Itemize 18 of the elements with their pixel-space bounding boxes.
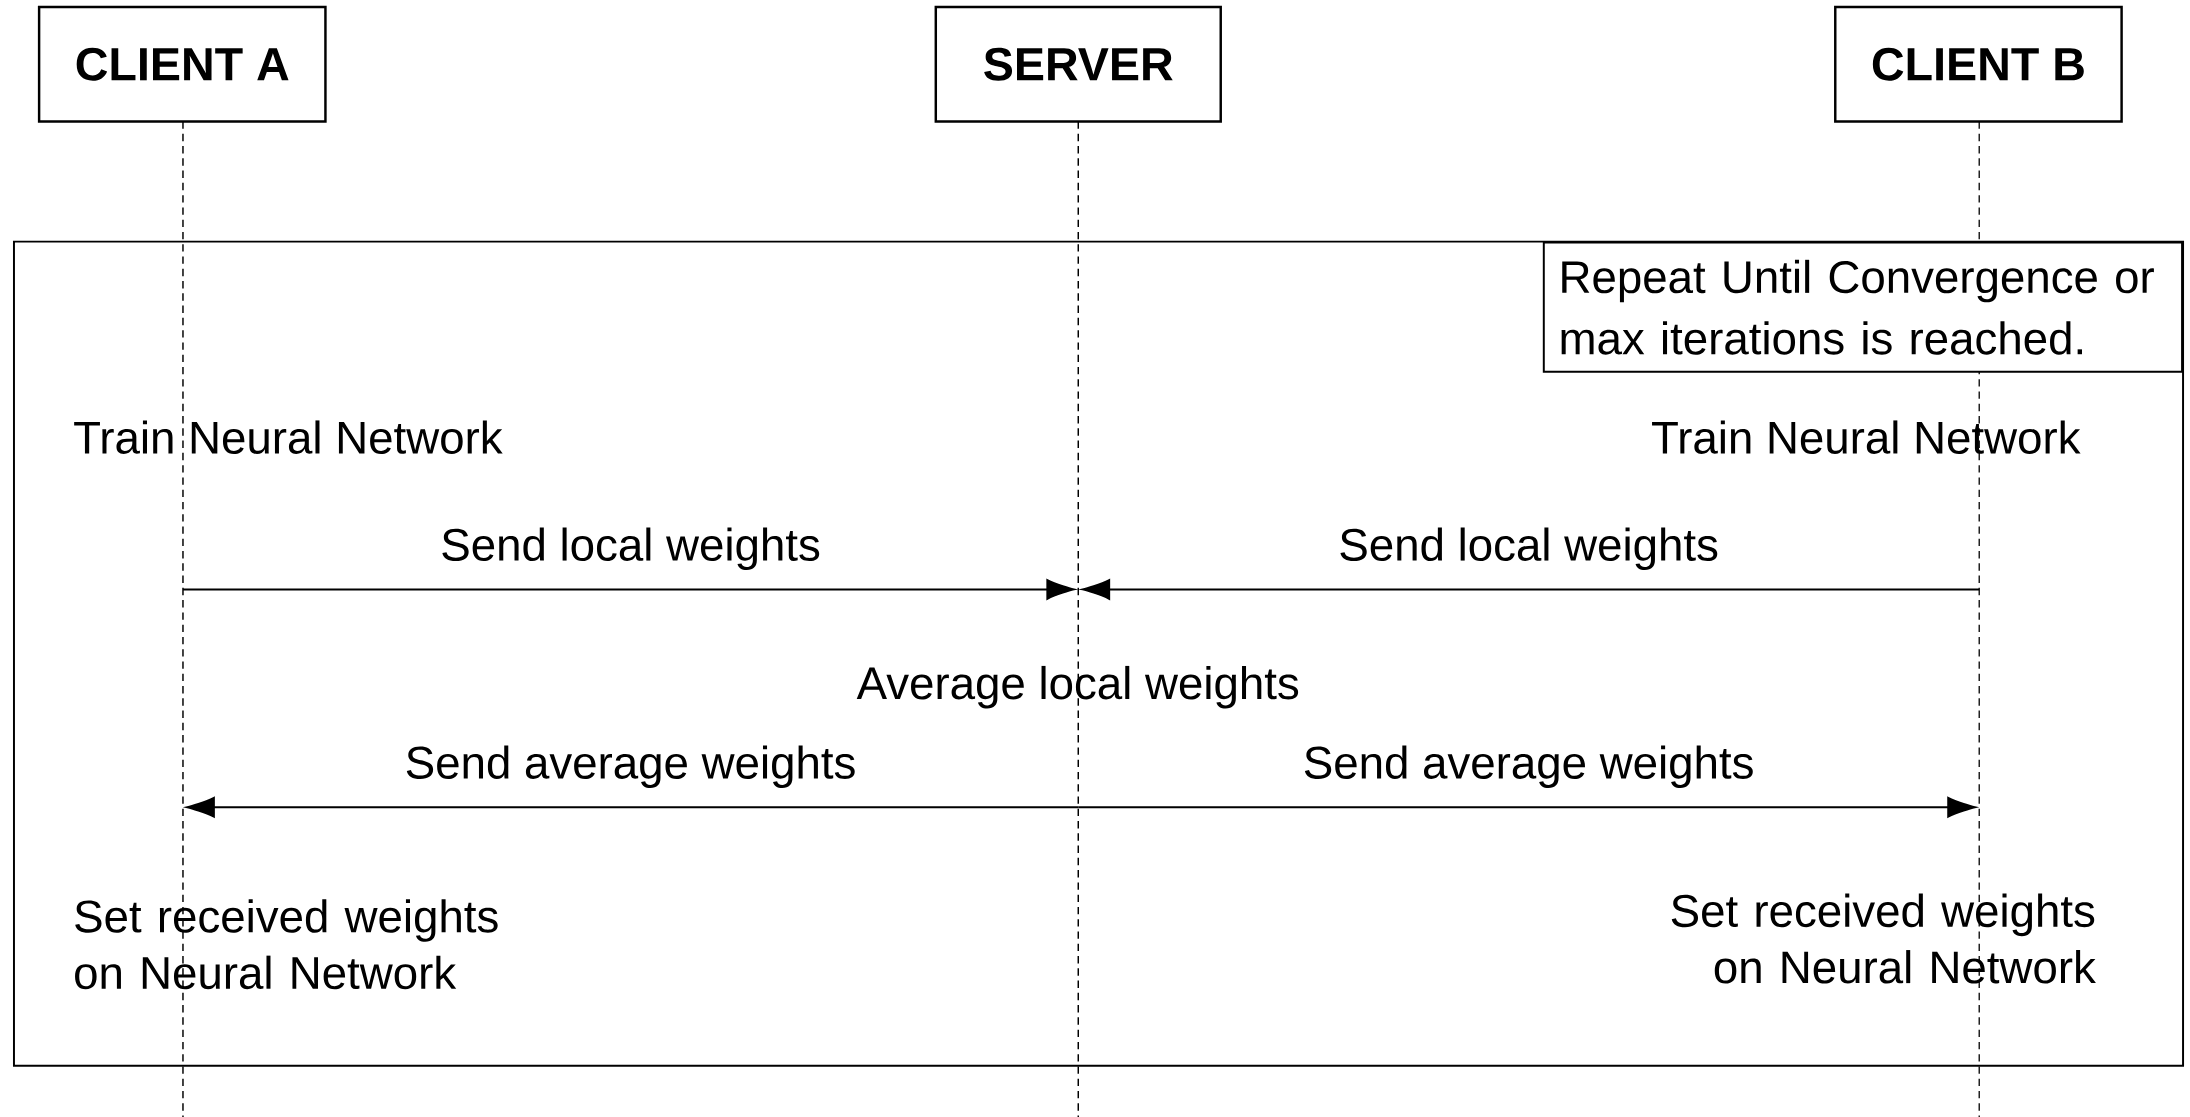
message-arrow	[1077, 796, 1976, 818]
message-arrow	[186, 796, 1080, 818]
participant-box: SERVER	[934, 5, 1222, 123]
edge-label: Send average weights	[1304, 745, 1753, 788]
lifeline	[182, 120, 184, 1117]
step-label: Set received weights on Neural Network	[75, 899, 498, 989]
edge-label: Send average weights	[406, 745, 855, 788]
message-arrow	[1081, 578, 1981, 600]
participant-box: CLIENT B	[1834, 5, 2123, 123]
participant-box: CLIENT A	[37, 5, 327, 123]
step-label: Train Neural Network	[1652, 420, 2081, 454]
step-label: Average local weights	[856, 665, 1299, 709]
step-label: Train Neural Network	[74, 420, 503, 454]
edge-label: Send local weights	[442, 527, 820, 570]
step-label: Set received weights on Neural Network	[1671, 893, 2096, 984]
loop-condition-box: Repeat Until Convergence or max iterations is reached.	[1542, 241, 2184, 373]
lifeline	[1077, 120, 1079, 1117]
edge-label: Send local weights	[1340, 527, 1718, 570]
